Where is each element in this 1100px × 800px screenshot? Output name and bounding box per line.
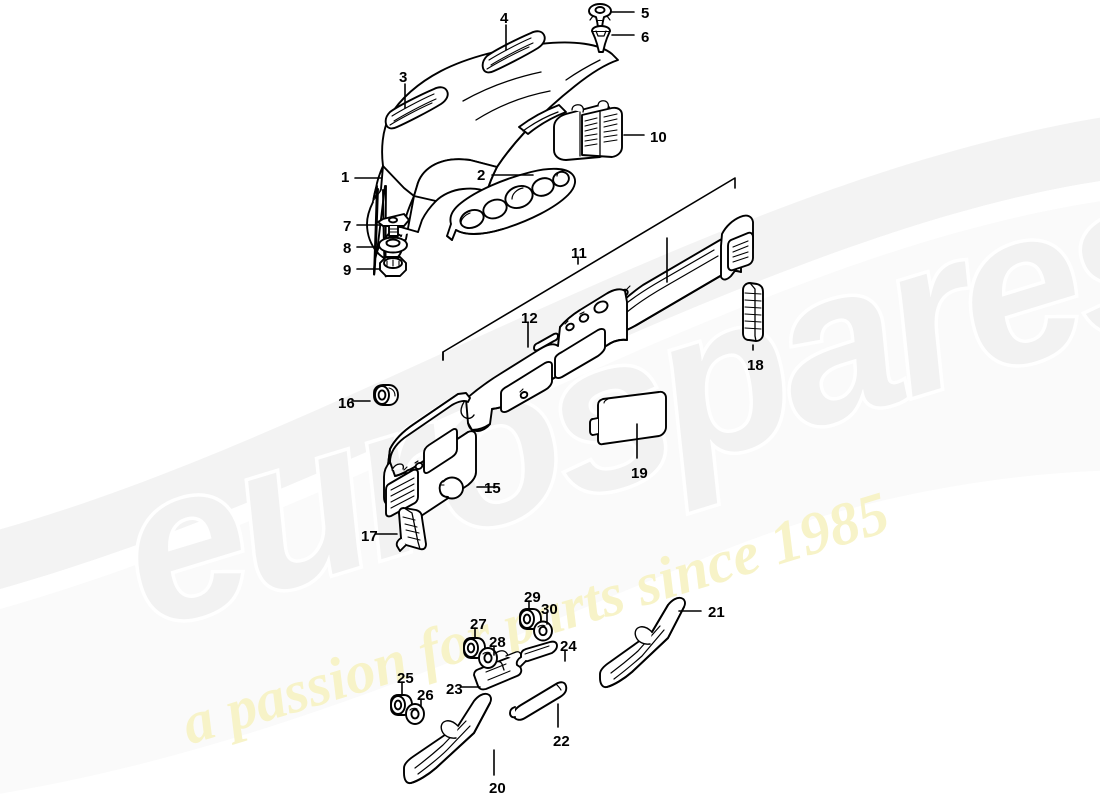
part-21-door-sill-trim-right	[599, 596, 686, 689]
callout-number-19: 19	[631, 465, 648, 482]
part-10-side-air-vent	[553, 100, 623, 161]
callout-number-29: 29	[524, 589, 541, 606]
part-3-defroster-grille-left	[384, 86, 449, 130]
callout-number-8: 8	[343, 240, 352, 257]
callout-number-3: 3	[399, 69, 408, 86]
part-11-dashboard-facia-assembly	[609, 214, 754, 335]
part-2-instrument-gauge-bezel	[446, 167, 576, 241]
part-6-push-in-pin-clip	[591, 25, 611, 53]
callout-number-9: 9	[343, 262, 352, 279]
leader-lines	[351, 11, 754, 776]
callout-number-12: 12	[521, 310, 538, 327]
part-20-door-sill-trim-left	[403, 692, 492, 785]
part-19-glove-box-lid	[589, 390, 667, 446]
part-1-dashboard-upper-cover	[366, 41, 619, 277]
part-12-left-section	[383, 392, 477, 524]
part-15-round-grommet	[438, 476, 464, 500]
callout-number-15: 15	[484, 480, 501, 497]
callout-number-6: 6	[641, 29, 650, 46]
callout-number-27: 27	[470, 616, 487, 633]
callout-number-30: 30	[541, 601, 558, 618]
callout-number-20: 20	[489, 780, 506, 797]
callout-number-22: 22	[553, 733, 570, 750]
part-28-washer-small	[478, 647, 498, 669]
callout-number-16: 16	[338, 395, 355, 412]
callout-number-1: 1	[341, 169, 350, 186]
callout-number-10: 10	[650, 129, 667, 146]
part-12-dashboard-lower-facia	[460, 288, 628, 432]
part-24-clip-strip	[515, 640, 558, 668]
part-4-defroster-grille-right	[481, 30, 546, 74]
callout-number-21: 21	[708, 604, 725, 621]
callout-number-4: 4	[500, 10, 509, 27]
callout-number-26: 26	[417, 687, 434, 704]
callout-number-17: 17	[361, 528, 378, 545]
part-7-flanged-screw	[377, 213, 410, 237]
callout-number-28: 28	[489, 634, 506, 651]
callout-number-23: 23	[446, 681, 463, 698]
callout-number-18: 18	[747, 357, 764, 374]
part-8-washer	[378, 236, 408, 254]
part-18-air-vent-louvre-right	[742, 282, 764, 342]
part-9-hex-nut	[379, 256, 407, 277]
callout-number-7: 7	[343, 218, 352, 235]
part-30-washer-small	[533, 620, 553, 642]
part-17-air-vent-louvre-left	[395, 507, 427, 552]
part-26-washer-small	[405, 703, 425, 725]
callout-number-2: 2	[477, 167, 486, 184]
callout-number-11: 11	[571, 245, 587, 262]
callout-number-24: 24	[560, 638, 577, 655]
part-22-trim-end-cap	[509, 681, 568, 721]
callout-number-5: 5	[641, 5, 650, 22]
callout-number-25: 25	[397, 670, 414, 687]
part-16-rubber-bush-grommet	[373, 384, 399, 406]
